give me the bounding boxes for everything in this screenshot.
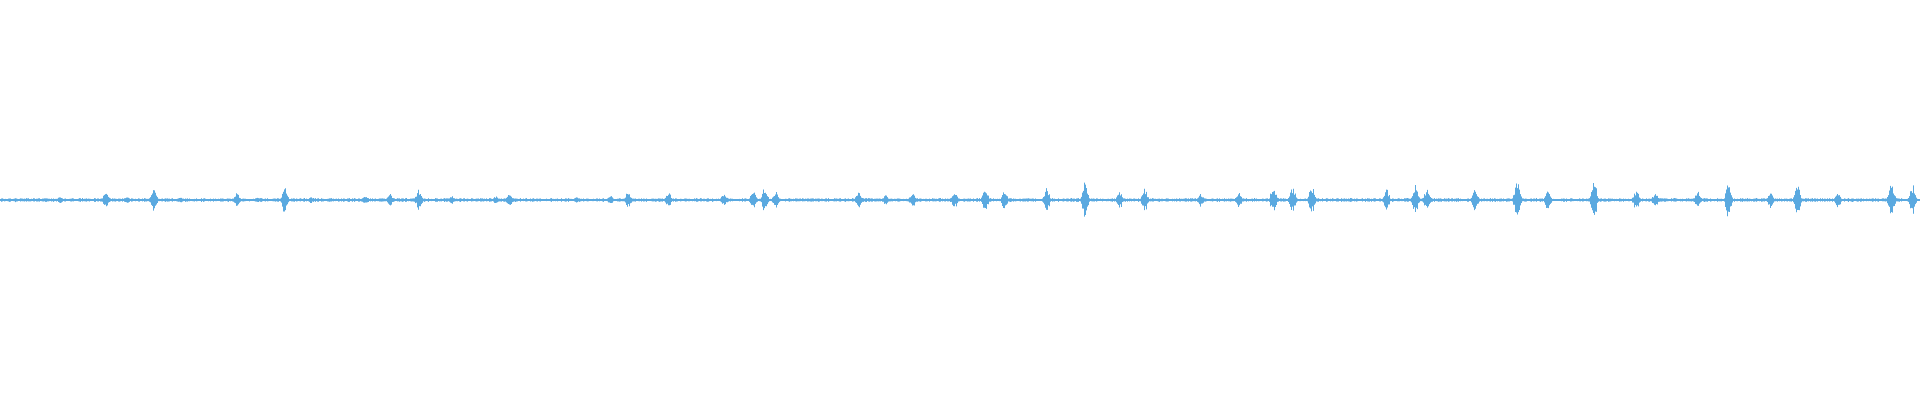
audio-waveform: [0, 182, 1920, 217]
audio-waveform-view: [0, 182, 1920, 217]
